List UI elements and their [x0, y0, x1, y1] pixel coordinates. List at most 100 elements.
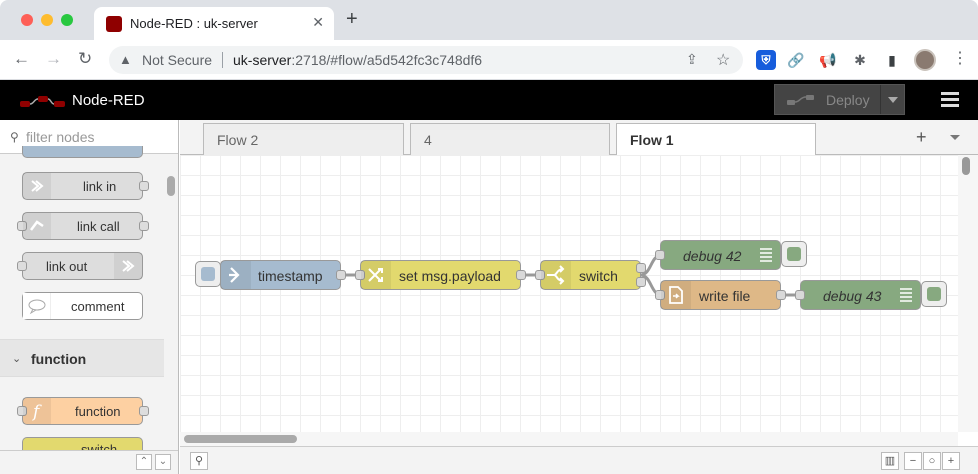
tab-4[interactable]: 4 — [410, 123, 610, 155]
node-red-logo-icon — [20, 96, 65, 107]
palette-node-link-call[interactable]: link call — [17, 212, 149, 240]
deploy-options-caret-icon[interactable] — [888, 97, 898, 103]
close-window-button[interactable] — [21, 14, 33, 26]
debug-list-icon — [900, 288, 912, 302]
workspace-tabs: Flow 2 4 Flow 1 + — [180, 120, 978, 156]
zoom-in-icon[interactable]: + — [942, 452, 960, 470]
node-red-favicon-icon — [106, 16, 122, 32]
node-timestamp[interactable]: timestamp — [220, 260, 346, 290]
navigator-map-icon[interactable]: ▥ — [881, 452, 899, 470]
palette-scrollbar[interactable] — [167, 176, 175, 196]
browser-tab-active[interactable]: Node-RED : uk-server ✕ — [94, 7, 334, 40]
tab-list-caret-icon[interactable] — [950, 135, 960, 140]
link-in-icon — [23, 173, 51, 199]
bitwarden-extension-icon[interactable]: ⛨ — [756, 50, 776, 70]
debug-42-toggle-button[interactable] — [781, 241, 807, 267]
browser-toolbar: ← → ↻ ▲ Not Secure uk-server:2718/#flow/… — [0, 40, 978, 80]
inject-trigger-button[interactable] — [195, 261, 221, 287]
node-set-msg-payload[interactable]: set msg.payload — [355, 260, 526, 290]
node-red-header: Node-RED Deploy — [0, 80, 978, 120]
node-switch[interactable]: switch — [535, 260, 646, 290]
horizontal-scroll-thumb[interactable] — [184, 435, 297, 443]
expand-all-button[interactable]: ⌄ — [155, 454, 171, 470]
input-port[interactable] — [795, 290, 805, 300]
input-port[interactable] — [655, 250, 665, 260]
side-panel-icon[interactable]: ▮ — [888, 52, 896, 68]
search-icon: ⚲ — [10, 130, 19, 144]
new-tab-button[interactable]: + — [346, 8, 358, 30]
palette-category-function[interactable]: ⌄ function — [0, 339, 164, 377]
share-icon[interactable]: ⇪ — [686, 51, 698, 67]
tab-flow-2[interactable]: Flow 2 — [203, 123, 404, 155]
output-port[interactable] — [776, 290, 786, 300]
palette-node-link-in[interactable]: link in — [22, 172, 149, 200]
maximize-window-button[interactable] — [61, 14, 73, 26]
deploy-button[interactable]: Deploy — [774, 84, 905, 115]
debug-list-icon — [760, 248, 772, 262]
bookmark-star-icon[interactable]: ☆ — [716, 52, 731, 69]
output-port[interactable] — [336, 270, 346, 280]
zoom-reset-icon[interactable]: ○ — [923, 452, 941, 470]
input-port[interactable] — [535, 270, 545, 280]
security-label[interactable]: Not Secure — [142, 52, 213, 68]
node-debug-43[interactable]: debug 43 — [795, 280, 921, 310]
palette-node-partial[interactable] — [22, 146, 143, 158]
canvas-horizontal-scrollbar[interactable] — [180, 432, 958, 446]
canvas-vertical-scrollbar[interactable] — [958, 155, 978, 432]
zoom-out-icon[interactable]: − — [904, 452, 922, 470]
main-menu-icon[interactable] — [941, 92, 959, 108]
palette-node-label: link call — [77, 219, 120, 234]
switch-fork-icon — [541, 261, 571, 289]
forward-arrow-icon[interactable]: → — [45, 49, 62, 68]
workspace-footer: ⚲ ▥ − ○ + — [180, 446, 978, 474]
node-debug-42[interactable]: debug 42 — [655, 240, 781, 270]
node-label: switch — [579, 268, 618, 284]
node-label: timestamp — [258, 268, 323, 284]
tab-flow-1[interactable]: Flow 1 — [616, 123, 816, 156]
function-icon: f — [23, 398, 51, 424]
profile-avatar[interactable] — [914, 49, 936, 71]
palette-node-comment[interactable]: comment — [22, 292, 143, 320]
tab-label: Flow 2 — [217, 132, 259, 148]
add-flow-button[interactable]: + — [916, 127, 927, 147]
debug-43-toggle-button[interactable] — [921, 281, 947, 307]
vertical-scroll-thumb[interactable] — [962, 157, 970, 175]
address-bar[interactable]: ▲ Not Secure uk-server:2718/#flow/a5d542… — [109, 46, 743, 74]
palette-node-label: comment — [71, 299, 125, 314]
minimize-window-button[interactable] — [41, 14, 53, 26]
browser-menu-icon[interactable]: ⋮ — [952, 50, 968, 67]
url-host: uk-server — [233, 52, 292, 68]
output-port-1[interactable] — [636, 263, 646, 273]
input-port — [17, 221, 27, 231]
reload-icon[interactable]: ↻ — [78, 49, 93, 68]
input-port[interactable] — [355, 270, 365, 280]
back-arrow-icon[interactable]: ← — [13, 49, 30, 68]
omnibox-separator — [222, 52, 223, 68]
close-tab-icon[interactable]: ✕ — [312, 14, 324, 30]
palette-node-function[interactable]: f function — [17, 397, 149, 425]
extensions-puzzle-icon[interactable]: ✱ — [854, 52, 866, 68]
warning-icon[interactable]: ▲ — [119, 52, 132, 67]
palette-node-label: switch — [81, 442, 118, 450]
flow-canvas[interactable]: timestamp set msg.payload switch debug 4… — [180, 155, 958, 432]
filter-nodes-input[interactable]: filter nodes — [26, 129, 95, 145]
palette-node-link-out[interactable]: link out — [17, 252, 143, 280]
url-text[interactable]: uk-server:2718/#flow/a5d542fc3c748df6 — [233, 52, 482, 68]
deploy-icon — [787, 95, 814, 105]
link-extension-icon[interactable]: 🔗 — [787, 52, 805, 68]
node-label: debug 43 — [823, 288, 882, 304]
search-flows-icon[interactable]: ⚲ — [190, 452, 208, 470]
output-port[interactable] — [516, 270, 526, 280]
node-label: debug 42 — [683, 248, 742, 264]
megaphone-extension-icon[interactable]: 📢 — [819, 52, 837, 68]
output-port — [139, 406, 149, 416]
node-write-file[interactable]: write file — [655, 280, 786, 310]
svg-text:f: f — [31, 402, 42, 422]
palette-node-switch-partial[interactable]: switch — [22, 437, 143, 450]
collapse-all-button[interactable]: ⌃ — [136, 454, 152, 470]
output-port-2[interactable] — [636, 277, 646, 287]
change-shuffle-icon — [361, 261, 391, 289]
browser-tabstrip: Node-RED : uk-server ✕ + — [0, 0, 978, 40]
input-port[interactable] — [655, 290, 665, 300]
